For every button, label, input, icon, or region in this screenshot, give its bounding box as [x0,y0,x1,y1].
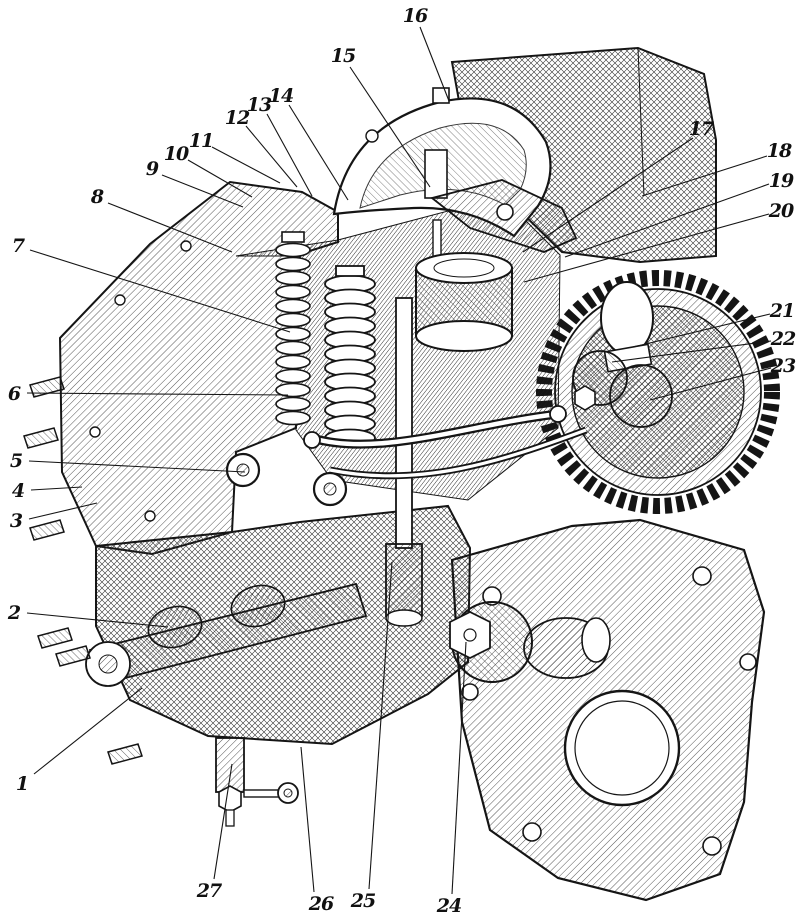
leader-line-5 [28,460,246,473]
callout-8: 8 [90,186,104,208]
camshaft [85,582,368,687]
leader-line-23 [649,367,772,401]
leader-line-15 [349,66,431,188]
leader-line-10 [187,159,253,198]
callout-26: 26 [308,893,334,915]
leader-line-16 [419,26,450,102]
cam-lobe [147,605,203,649]
drain-nut [218,785,242,813]
leader-line-17 [522,137,694,253]
callout-14: 14 [268,85,294,107]
leader-line-26 [300,746,315,893]
callout-7: 7 [11,235,25,257]
governor-bolt [574,385,596,411]
leader-line-25 [368,561,393,890]
callout-27: 27 [196,880,222,902]
leader-line-21 [632,313,771,348]
leader-line-13 [266,113,313,197]
callout-12: 12 [224,107,250,129]
pump-barrel [415,252,513,352]
callout-18: 18 [766,140,792,162]
callout-9: 9 [145,158,159,180]
callout-19: 19 [768,170,794,192]
callout-4: 4 [11,480,25,502]
callout-25: 25 [350,890,376,912]
roller-tappets [225,452,348,507]
flange-bore [563,689,681,807]
leader-line-11 [211,146,281,184]
rocker-lever [424,149,578,271]
callout-6: 6 [7,383,21,405]
leader-line-6 [26,392,289,396]
control-link-rods [303,405,588,480]
bottom-fitting [215,737,299,827]
leader-line-4 [30,486,83,491]
coil-spring-right [324,265,376,448]
callout-20: 20 [768,200,794,222]
callout-3: 3 [9,510,23,532]
leader-line-22 [611,340,772,363]
leader-line-14 [288,104,349,201]
leader-line-7 [29,249,291,333]
leader-line-12 [245,125,298,188]
leader-line-2 [26,612,169,628]
plunger-rod [385,297,423,627]
callout-11: 11 [188,130,214,152]
leader-line-27 [213,763,233,880]
left-studs [23,376,143,765]
delivery-union [449,601,611,683]
coil-spring-left [275,231,311,426]
callout-13: 13 [246,94,272,116]
callout-1: 1 [15,773,29,795]
leader-line-3 [28,502,98,520]
leader-line-9 [161,174,244,208]
leader-line-1 [33,687,143,775]
rocker-pivot [496,203,514,221]
governor-cluster [572,343,673,428]
callout-24: 24 [436,895,462,917]
callout-10: 10 [163,143,189,165]
leader-line-8 [107,202,233,253]
leader-line-19 [564,183,770,258]
callout-2: 2 [7,602,21,624]
cam-lobe [230,584,286,628]
leader-line-24 [451,641,467,895]
mounting-flange [450,518,766,902]
callout-22: 22 [770,328,796,350]
callout-21: 21 [769,300,795,322]
callout-5: 5 [9,450,23,472]
leader-line-18 [641,155,768,197]
callout-23: 23 [770,355,796,377]
leader-line-20 [523,213,770,283]
callout-16: 16 [402,5,428,27]
callout-17: 17 [688,118,714,140]
cover-bolt [365,129,379,143]
callout-15: 15 [330,45,356,67]
